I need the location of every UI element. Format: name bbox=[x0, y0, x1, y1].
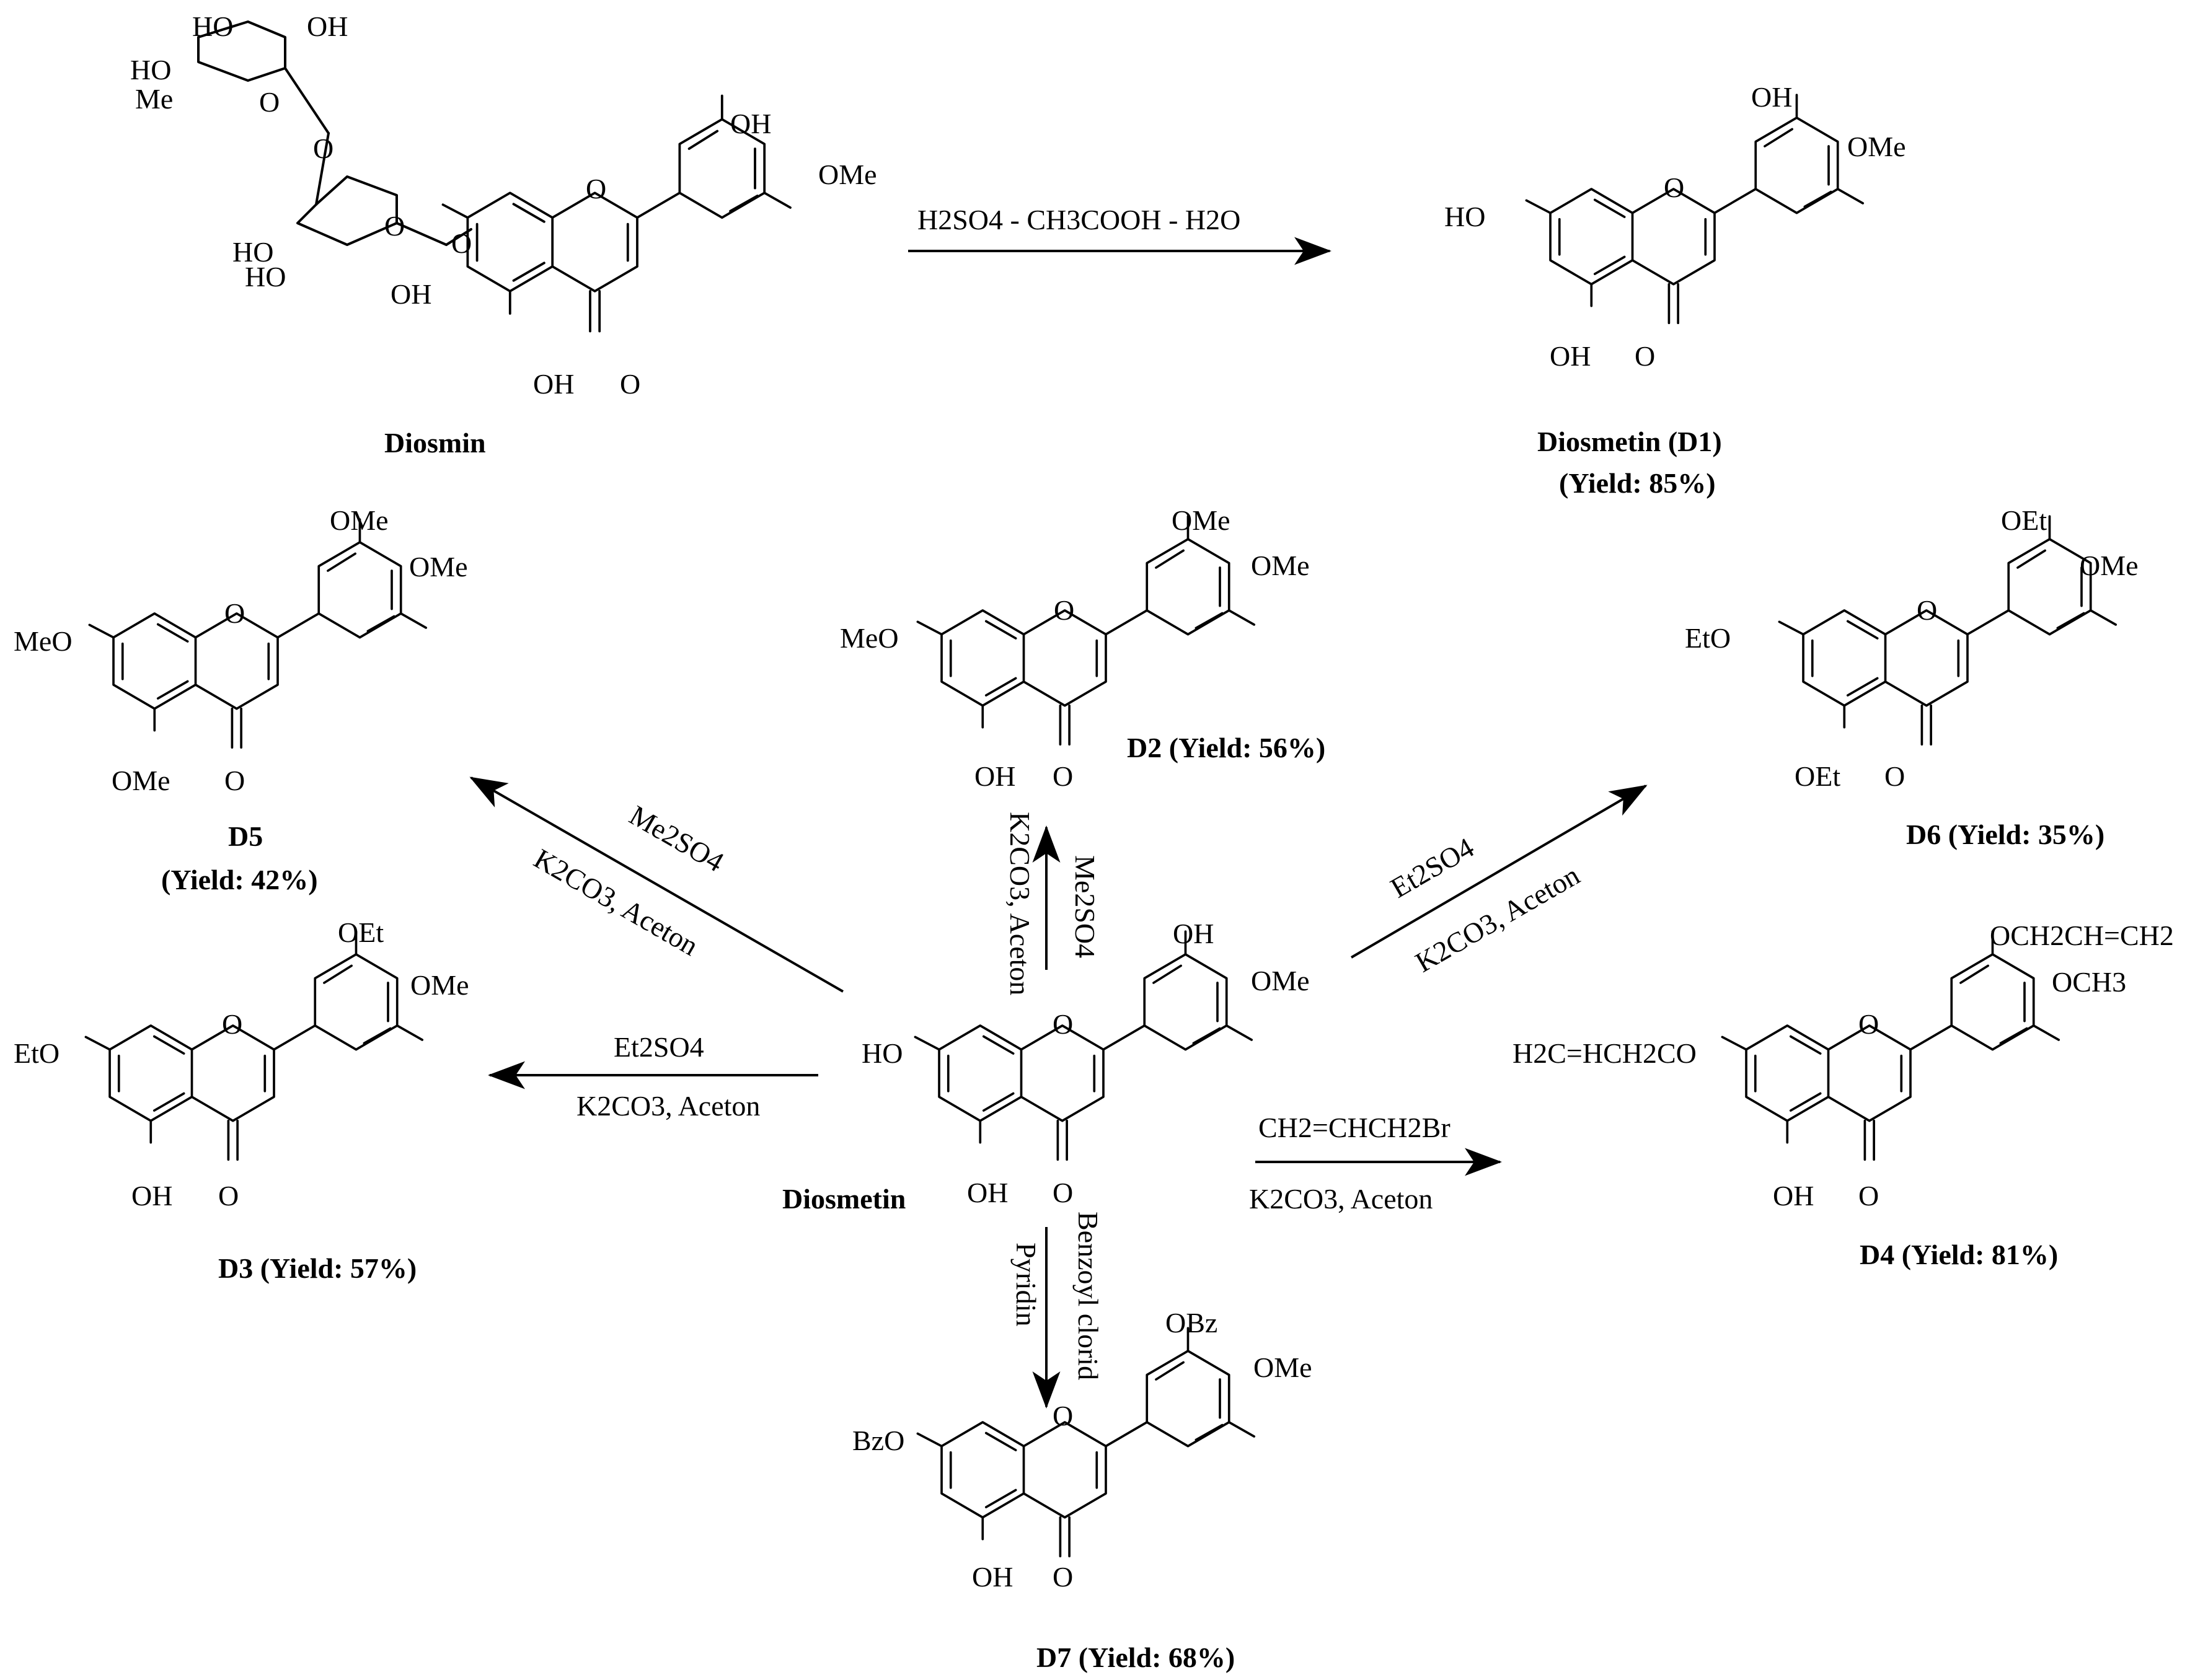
ome-label: OMe bbox=[1251, 965, 1310, 996]
arrow-to-d6 bbox=[1350, 785, 1648, 959]
ome-label: OMe bbox=[818, 159, 877, 190]
ring-o-label: O bbox=[1917, 594, 1937, 626]
oh-label: OH bbox=[1751, 81, 1792, 113]
reagent-me2so4: Me2SO4 bbox=[1069, 855, 1101, 958]
hydrolysis-reagent: H2SO4 - CH3COOH - H2O bbox=[917, 204, 1240, 235]
me-label: Me bbox=[135, 83, 173, 115]
carbonyl-o-label: O bbox=[218, 1180, 239, 1212]
reagent-et2so4: Et2SO4 bbox=[614, 1031, 704, 1063]
reagent-et2so4: Et2SO4 bbox=[1385, 832, 1480, 904]
allyl-ether-label: H2C=HCH2CO bbox=[1512, 1037, 1697, 1069]
meo-label: MeO bbox=[14, 625, 73, 657]
d1-yield: (Yield: 85%) bbox=[1559, 467, 1716, 499]
arrow-to-d5 bbox=[469, 776, 844, 993]
reagent-k2co3: K2CO3, Aceton bbox=[576, 1090, 760, 1122]
d1-structure bbox=[1525, 94, 1865, 325]
oet-label: OEt bbox=[1795, 760, 1840, 792]
ring-o-label: O bbox=[1053, 1008, 1073, 1040]
eto-label: EtO bbox=[14, 1037, 60, 1069]
ho-label: HO bbox=[245, 261, 286, 292]
ome-label: OMe bbox=[2080, 550, 2139, 581]
oh-label: OH bbox=[533, 368, 574, 400]
oh-label: OH bbox=[730, 108, 771, 139]
reagent-pyridin: Pyridin bbox=[1010, 1242, 1042, 1326]
reagent-allyl-bromide: CH2=CHCH2Br bbox=[1258, 1112, 1451, 1143]
ome-label: OMe bbox=[410, 969, 469, 1001]
obz-label: OBz bbox=[1165, 1307, 1217, 1339]
allyl-ether-label: OCH2CH=CH2 bbox=[1990, 920, 2174, 951]
oet-label: OEt bbox=[338, 917, 384, 948]
d6-structure bbox=[1778, 515, 2117, 746]
carbonyl-o-label: O bbox=[1053, 760, 1073, 792]
oh-label: OH bbox=[131, 1180, 172, 1212]
ome-label: OMe bbox=[112, 765, 170, 796]
eto-label: EtO bbox=[1685, 622, 1731, 654]
carbonyl-o-label: O bbox=[1053, 1561, 1073, 1593]
carbonyl-o-label: O bbox=[1884, 760, 1905, 792]
diosmin-sugar bbox=[197, 20, 472, 246]
oh-label: OH bbox=[972, 1561, 1013, 1593]
carbonyl-o-label: O bbox=[1635, 340, 1655, 372]
oh-label: OH bbox=[1773, 1180, 1814, 1212]
och3-label: OCH3 bbox=[2052, 966, 2126, 998]
d2-label: D2 (Yield: 56%) bbox=[1127, 732, 1325, 763]
carbonyl-o-label: O bbox=[224, 765, 245, 796]
d5-name: D5 bbox=[228, 820, 263, 852]
reagent-benzoyl: Benzoyl clorid bbox=[1072, 1212, 1104, 1380]
oh-label: OH bbox=[391, 278, 431, 310]
d4-label: D4 (Yield: 81%) bbox=[1860, 1239, 2058, 1270]
d4-structure bbox=[1721, 930, 2060, 1161]
d6-label: D6 (Yield: 35%) bbox=[1906, 819, 2104, 850]
ome-label: OMe bbox=[330, 504, 389, 536]
ring-o-label: O bbox=[1054, 594, 1074, 626]
oh-label: OH bbox=[974, 760, 1015, 792]
ho-label: HO bbox=[862, 1037, 903, 1069]
ring-o-label: O bbox=[259, 86, 280, 118]
bzo-label: BzO bbox=[852, 1425, 904, 1456]
center-name: Diosmetin bbox=[782, 1183, 906, 1215]
carbonyl-o-label: O bbox=[1053, 1177, 1073, 1208]
ring-o-label: O bbox=[1664, 172, 1684, 203]
d5-yield: (Yield: 42%) bbox=[161, 864, 318, 895]
ome-label: OMe bbox=[1253, 1352, 1312, 1383]
ring-o-label: O bbox=[1053, 1400, 1073, 1432]
d2-structure bbox=[916, 515, 1256, 746]
oh-label: OH bbox=[307, 11, 348, 42]
oet-label: OEt bbox=[2001, 504, 2047, 536]
d7-label: D7 (Yield: 68%) bbox=[1036, 1642, 1235, 1673]
center-structure bbox=[914, 930, 1253, 1161]
carbonyl-o-label: O bbox=[620, 368, 640, 400]
ring-o-label: O bbox=[222, 1008, 242, 1040]
reagent-k2co3: K2CO3, Aceton bbox=[1004, 812, 1036, 995]
ome-label: OMe bbox=[1172, 504, 1230, 536]
diosmin-name: Diosmin bbox=[384, 427, 486, 459]
reagent-me2so4: Me2SO4 bbox=[624, 799, 729, 877]
ome-label: OMe bbox=[1251, 550, 1310, 581]
ho-label: HO bbox=[192, 11, 233, 42]
ring-o-label: O bbox=[313, 133, 333, 164]
d5-structure bbox=[88, 518, 428, 749]
oh-label: OH bbox=[967, 1177, 1008, 1208]
oh-label: OH bbox=[1173, 918, 1214, 949]
meo-label: MeO bbox=[840, 622, 899, 654]
d3-label: D3 (Yield: 57%) bbox=[218, 1252, 417, 1284]
ome-label: OMe bbox=[409, 551, 468, 583]
ho-label: HO bbox=[232, 236, 273, 268]
d3-structure bbox=[84, 930, 424, 1161]
ho-label: HO bbox=[1444, 201, 1485, 232]
ring-o-label: O bbox=[586, 173, 606, 205]
oh-label: OH bbox=[1550, 340, 1591, 372]
ring-o-label: O bbox=[224, 597, 245, 629]
ring-o-label: O bbox=[384, 210, 405, 242]
glycosidic-o-label: O bbox=[451, 227, 472, 259]
ring-o-label: O bbox=[1858, 1008, 1879, 1040]
d1-name: Diosmetin (D1) bbox=[1537, 426, 1722, 457]
ome-label: OMe bbox=[1847, 131, 1906, 162]
reagent-k2co3: K2CO3, Aceton bbox=[1249, 1183, 1433, 1215]
ho-label: HO bbox=[130, 54, 171, 86]
carbonyl-o-label: O bbox=[1858, 1180, 1879, 1212]
